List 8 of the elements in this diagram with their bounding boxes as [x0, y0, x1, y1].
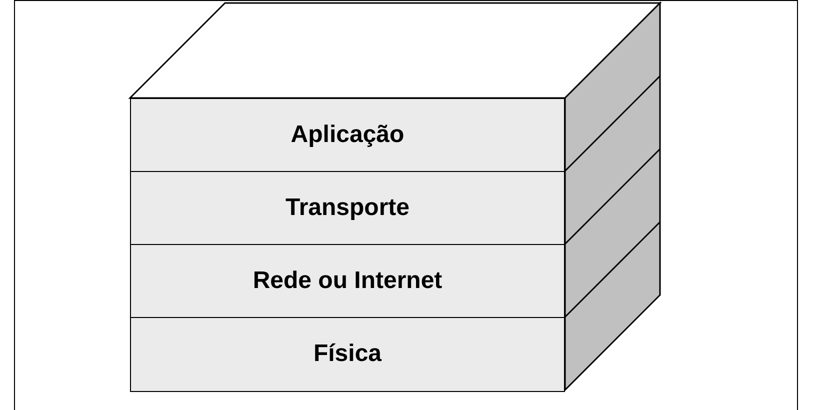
layer-band [130, 98, 565, 172]
layer-band [130, 244, 565, 318]
layer-label: Transporte [285, 194, 410, 222]
layer-label: Rede ou Internet [252, 267, 442, 296]
layer-label: Física [313, 340, 382, 368]
layer-label: Aplicação [290, 121, 404, 150]
layer-band [130, 171, 565, 246]
layer-band [130, 317, 565, 392]
